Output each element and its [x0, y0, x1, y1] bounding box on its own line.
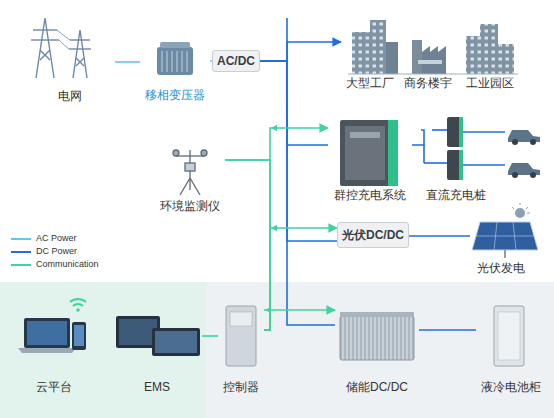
legend: AC Power DC PowerCommunication — [10, 232, 99, 271]
building-node: 商务楼宇 — [399, 20, 457, 92]
grid-node: 电网 — [25, 15, 115, 105]
node-label: 环境监测仪 — [160, 199, 220, 213]
cars — [508, 130, 540, 178]
connector — [115, 61, 140, 63]
connector — [412, 130, 424, 145]
connector-group — [260, 61, 337, 241]
controller-node: 控制器 — [218, 300, 264, 396]
node-label: 群控充电系统 — [334, 188, 406, 202]
buildings — [348, 20, 518, 74]
node-label: 移相变压器 — [145, 88, 205, 102]
legend-line — [10, 249, 32, 255]
legend-item: AC Power — [10, 232, 99, 245]
converter-box: AC/DC — [212, 50, 260, 72]
node-label: EMS — [144, 380, 170, 394]
legend-item: Communication — [10, 258, 99, 271]
connector-group — [409, 236, 470, 237]
legend-text: AC Power — [36, 233, 77, 244]
connector-group — [412, 130, 424, 145]
node-label: 光伏发电 — [477, 261, 525, 275]
node-label: 储能DC/DC — [346, 380, 408, 394]
legend-item: DC Power — [10, 245, 99, 258]
connector-group — [260, 61, 335, 325]
battery-cabinet — [494, 306, 524, 366]
arrow-head — [271, 225, 277, 231]
building-node: 大型工厂 — [341, 12, 399, 92]
building-node: 工业园区 — [460, 15, 520, 92]
storage-node: 储能DC/DC — [335, 300, 419, 396]
legend-line — [10, 236, 32, 242]
legend-line — [10, 262, 32, 268]
ems-node: EMS — [112, 300, 202, 396]
sensor-node: 环境监测仪 — [155, 145, 225, 215]
weather-station — [173, 150, 207, 195]
connector — [202, 335, 218, 337]
node-label: 大型工厂 — [346, 76, 394, 90]
arrow-head — [271, 125, 277, 131]
node-label: 商务楼宇 — [404, 76, 452, 90]
ems-screens — [116, 316, 200, 356]
node-label: 光伏DC/DC — [342, 228, 404, 242]
bottom-panel — [0, 282, 554, 418]
controller-cabinet — [226, 306, 256, 366]
connector — [260, 61, 337, 241]
connector — [419, 329, 476, 331]
connector-group — [419, 330, 476, 331]
node-label: 电网 — [58, 89, 82, 103]
node-label: 工业园区 — [466, 76, 514, 90]
connector — [260, 42, 341, 61]
storage-dcdc — [340, 312, 414, 360]
pylons — [31, 18, 91, 78]
connector-group — [260, 42, 341, 61]
connector — [409, 235, 470, 237]
connector-group — [115, 62, 140, 63]
connector-group — [202, 336, 218, 337]
pv-node: 光伏发电 — [470, 205, 532, 277]
pv-panel — [472, 203, 538, 258]
transformer-node: 移相变压器 — [140, 40, 210, 104]
legend-text: Communication — [36, 259, 99, 270]
legend-text: DC Power — [36, 246, 77, 257]
cloud-devices — [18, 299, 86, 353]
cloud-node: 云平台 — [18, 300, 90, 396]
transformer-icon — [157, 42, 193, 75]
connector-group — [264, 225, 337, 330]
connector-group — [225, 160, 270, 330]
node-label: 液冷电池柜 — [481, 380, 541, 394]
cabinet-node: 群控充电系统 — [328, 112, 412, 204]
node-label: AC/DC — [217, 54, 255, 68]
battery-node: 液冷电池柜 — [476, 300, 546, 396]
node-label: 控制器 — [223, 380, 259, 394]
connector — [225, 160, 270, 330]
connector — [260, 61, 335, 325]
connector — [264, 128, 328, 330]
node-label: 直流充电桩 — [426, 188, 486, 202]
charging-piles — [424, 117, 505, 180]
connector — [264, 228, 337, 330]
node-label: 云平台 — [36, 380, 72, 394]
charging-cabinet — [340, 120, 398, 186]
converter-box: 光伏DC/DC — [337, 222, 409, 248]
pile-node: 直流充电桩 — [421, 112, 491, 204]
connector-group — [264, 307, 335, 313]
connector — [264, 309, 335, 311]
